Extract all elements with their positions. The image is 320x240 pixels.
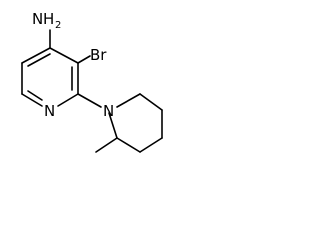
structure-canvas: N H 2 Br N N xyxy=(0,0,182,194)
amine-label-n: N xyxy=(32,10,43,28)
bond-ce-methyl xyxy=(95,137,118,153)
bond-npip-ca xyxy=(116,93,141,108)
bond-ca-cb xyxy=(139,93,163,111)
piperidine-n-label: N xyxy=(103,102,114,120)
bond-c3-br xyxy=(77,55,91,64)
molecule-diagram: N H 2 Br N N xyxy=(21,10,163,153)
bond-c2-npy xyxy=(57,93,79,107)
bond-c2-npip xyxy=(77,93,102,108)
double-bond-c5-c4 xyxy=(27,53,51,67)
amine-label-subscript: 2 xyxy=(55,20,61,31)
bond-ce-npip xyxy=(108,112,118,139)
bond-cd-ce xyxy=(116,137,141,153)
bond-c5-c4 xyxy=(21,47,51,64)
bond-cc-cd xyxy=(139,137,163,153)
bond-npy-c6 xyxy=(21,93,43,107)
pyridine-n-label: N xyxy=(44,102,55,120)
double-bond-npy-c6 xyxy=(27,90,43,101)
bromo-label: Br xyxy=(90,46,107,64)
bond-c4-c3 xyxy=(49,47,79,64)
amine-label-h: H xyxy=(43,10,54,28)
